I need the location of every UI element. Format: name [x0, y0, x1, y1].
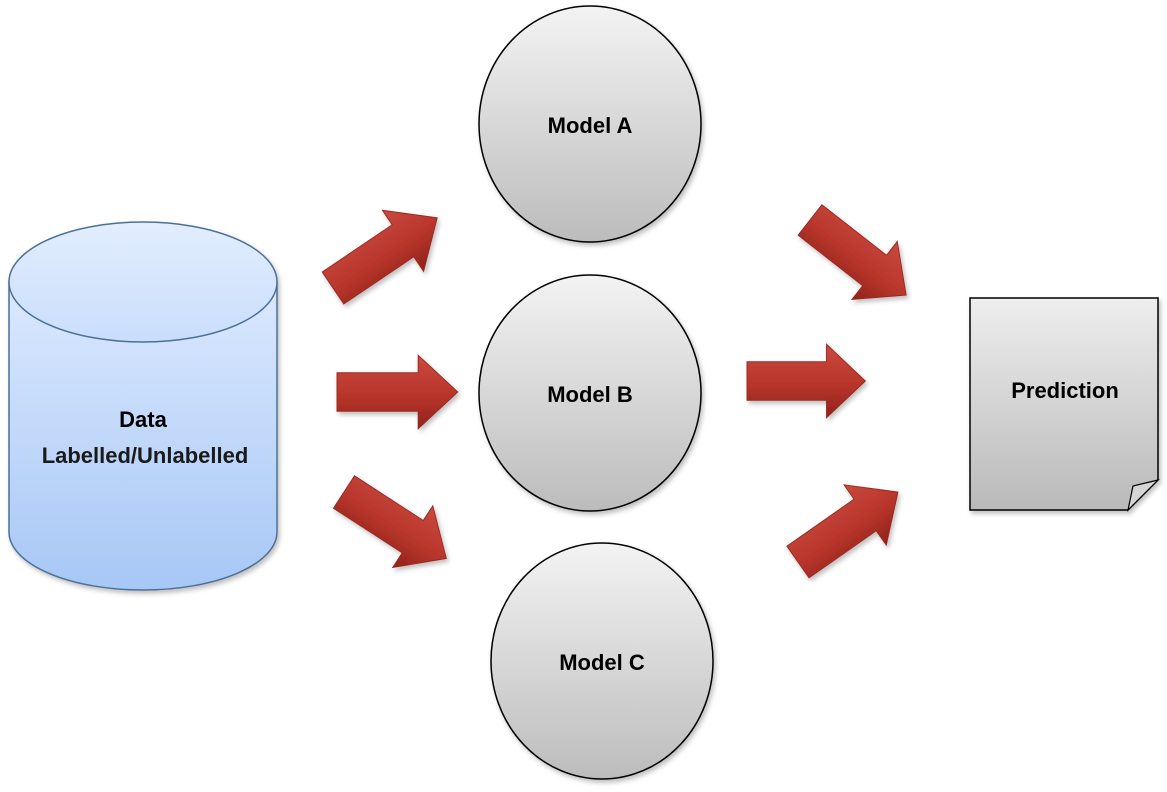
arrow-data-to-model-b: [336, 354, 459, 430]
arrow-data-to-model-c: [323, 460, 467, 590]
arrow-model-a-to-prediction: [786, 190, 930, 325]
model-b-label: Model B: [547, 382, 633, 407]
model-c-label: Model C: [559, 650, 645, 675]
arrow-data-to-model-a: [311, 186, 459, 320]
data-store-title: Data: [119, 407, 167, 432]
prediction-label: Prediction: [1011, 378, 1119, 403]
prediction-document: [969, 297, 1160, 512]
model-c-node: [490, 542, 714, 780]
model-b-node: [478, 274, 702, 512]
data-store-cylinder: [8, 221, 278, 591]
model-a-label: Model A: [548, 113, 633, 138]
data-store-subtitle: Labelled/Unlabelled: [42, 443, 249, 468]
prediction-page: [969, 297, 1159, 511]
cylinder-body: [8, 281, 278, 591]
arrow-model-b-to-prediction: [746, 343, 866, 419]
prediction-page-fold: [1127, 478, 1160, 512]
cylinder-top: [8, 221, 278, 343]
arrow-model-c-to-prediction: [776, 461, 920, 593]
model-a-node: [478, 5, 702, 243]
